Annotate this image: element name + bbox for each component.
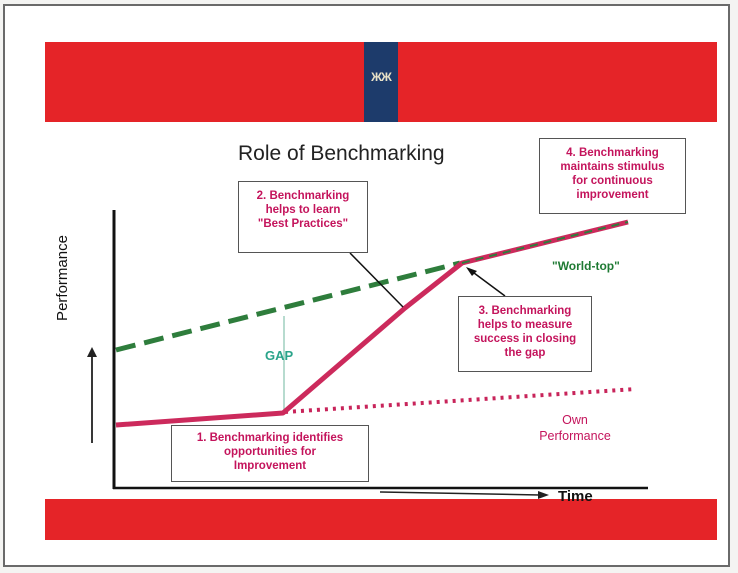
crest-icon: ЖЖ <box>371 70 392 84</box>
x-axis-label: Time <box>558 488 593 505</box>
pointer-step3-head <box>466 267 477 276</box>
performance-arrow <box>87 347 97 443</box>
own-performance-label: Own Performance <box>539 413 611 443</box>
world-top-line <box>115 260 461 353</box>
bottom-red-band <box>45 499 717 540</box>
pointer-step3 <box>469 269 506 297</box>
logo: ЖЖ <box>364 42 398 122</box>
slide-title: Role of Benchmarking <box>238 142 445 165</box>
time-arrow <box>379 491 541 496</box>
pointer-step2 <box>349 252 404 308</box>
callout-step3: 3. Benchmarking helps to measure success… <box>458 296 592 372</box>
callout-step1: 1. Benchmarking identifies opportunities… <box>171 425 369 482</box>
own-performance-line <box>284 387 637 414</box>
callout-step2: 2. Benchmarking helps to learn "Best Pra… <box>238 181 368 253</box>
world-top-label: "World-top" <box>552 259 620 273</box>
y-axis-label: Performance <box>54 235 71 321</box>
gap-label: GAP <box>265 348 294 363</box>
time-arrow-head <box>538 491 549 499</box>
world-top-overlay <box>461 221 629 264</box>
callout-step4: 4. Benchmarking maintains stimulus for c… <box>539 138 686 214</box>
